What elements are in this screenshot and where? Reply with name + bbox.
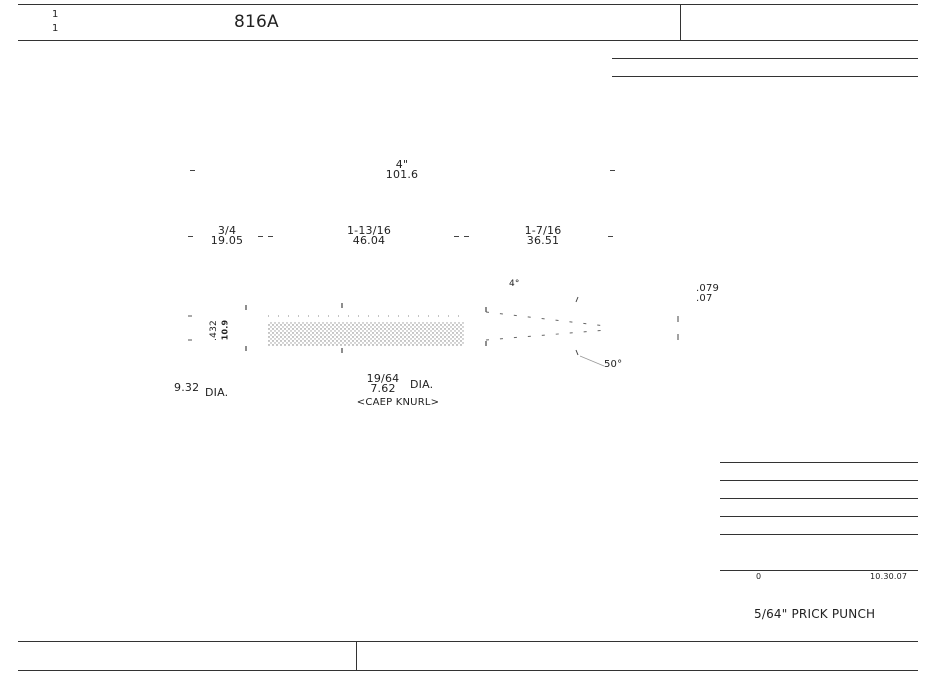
scale-bar-line: [720, 570, 918, 571]
sheet-number-top: 1: [52, 9, 59, 20]
notes-line-3: [720, 498, 918, 499]
overall-extent-left-mark: [190, 170, 195, 171]
dimension-seg3-inch: 1-7/16: [524, 224, 562, 237]
notes-line-4: [720, 516, 918, 517]
left-dia-value: 9.32: [174, 381, 200, 394]
taper-edge-bottom: [485, 329, 607, 341]
seg-mark-2: [258, 236, 263, 237]
knurl-dia-label: DIA.: [410, 378, 434, 391]
revision-line-2: [612, 76, 918, 77]
dimension-overall: 4" 101.6: [385, 158, 419, 181]
bottom-block-divider: [356, 641, 357, 670]
tip-flat-inch: .079: [696, 283, 720, 294]
tip-flat-mm: .07: [696, 293, 713, 304]
dimension-seg3: 1-7/16 36.51: [524, 224, 562, 247]
taper-angle-mark-bottom: [575, 349, 579, 356]
notes-line-5: [720, 534, 918, 535]
knurl-body: [268, 322, 464, 346]
knurl-dia-inch: 19/64: [366, 372, 400, 385]
title-block-bottom-border: [18, 40, 918, 41]
scale-bar-left-label: 0: [756, 572, 762, 581]
dimension-seg2-inch: 1-13/16: [346, 224, 392, 237]
dimension-overall-mm: 101.6: [385, 168, 419, 181]
revision-line-1: [612, 58, 918, 59]
tip-flat-dimension: .079 .07: [696, 284, 719, 304]
dimension-seg2-mm: 46.04: [352, 234, 386, 247]
seg-mark-6: [608, 236, 613, 237]
seg-mark-5: [464, 236, 469, 237]
dimension-seg1: 3/4 19.05: [210, 224, 244, 247]
notes-line-2: [720, 480, 918, 481]
tip-angle-label: 4°: [509, 279, 520, 289]
bottom-block-top-border: [18, 641, 918, 642]
seg-mark-3: [268, 236, 273, 237]
part-number: 816A: [234, 12, 279, 32]
title-block-divider: [680, 4, 681, 40]
dimension-seg3-mm: 36.51: [526, 234, 560, 247]
scale-bar-right-label: 10.30.07: [870, 572, 908, 581]
knurl-dia-mm: 7.62: [370, 382, 396, 395]
bottom-block-bottom-border: [18, 670, 918, 671]
taper-angle-leader: [579, 355, 605, 367]
knurl-dia-dimension: 19/64 7.62: [366, 372, 400, 395]
taper-angle-label: 50°: [604, 359, 623, 370]
knurl-note: <CAEP KNURL>: [356, 397, 440, 408]
overall-extent-right-mark: [610, 170, 615, 171]
title-block-top-border: [18, 4, 918, 5]
dimension-seg1-inch: 3/4: [217, 224, 237, 237]
taper-angle-mark-top: [575, 296, 579, 303]
drawing-caption: 5/64" PRICK PUNCH: [754, 607, 876, 621]
dimension-overall-inch: 4": [395, 158, 409, 171]
dimension-seg2: 1-13/16 46.04: [346, 224, 392, 247]
seg-mark-1: [188, 236, 193, 237]
notes-line-1: [720, 462, 918, 463]
sheet-number-bottom: 1: [52, 23, 59, 34]
dimension-seg1-mm: 19.05: [210, 234, 244, 247]
taper-edge-top: [485, 311, 607, 327]
left-dia-label: DIA.: [205, 386, 229, 399]
seg-mark-4: [454, 236, 459, 237]
